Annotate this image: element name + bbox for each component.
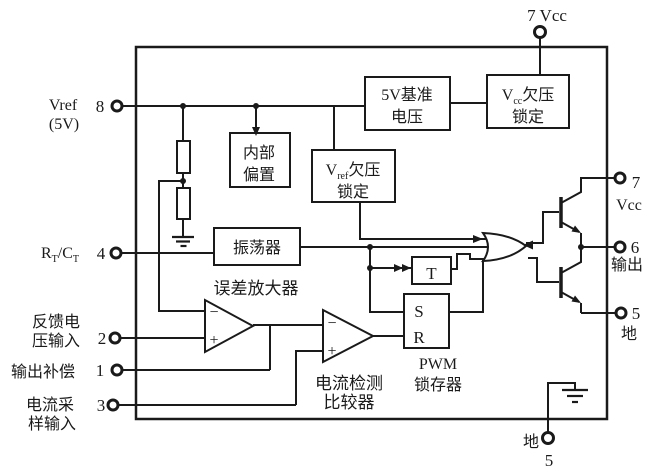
error-amplifier-triangle	[204, 298, 256, 354]
pin-3-number: 3	[97, 396, 106, 415]
pin-7-top-terminal	[533, 25, 547, 39]
pin-5-right-terminal	[614, 306, 628, 320]
internal-bias-block	[229, 132, 291, 188]
pin-5-right-number: 5	[632, 304, 641, 323]
or-gate	[481, 231, 528, 263]
pin-4-label: RT/CT	[41, 245, 79, 265]
pin-6-number: 6	[631, 238, 640, 257]
ground-symbol-output-stage	[562, 388, 588, 404]
current-comparator-plus: +	[327, 343, 336, 360]
vcc-uvlo-label-line1: Vcc欠压	[502, 86, 554, 107]
vref-symbol: V	[326, 162, 338, 179]
vref-uvlo-label-line2: 锁定	[337, 183, 369, 201]
vref-subscript: ref	[337, 171, 349, 182]
current-comparator-caption-line1: 电流检测	[315, 374, 383, 393]
vcc-subscript: cc	[513, 96, 522, 107]
pin-2-label-line2: 压输入	[32, 332, 80, 350]
pin-6-label: 输出	[611, 256, 643, 274]
vcc-uvlo-block	[486, 74, 570, 129]
pin-1-label: 输出补偿	[11, 363, 75, 381]
pin-2-terminal	[108, 331, 122, 345]
pin-5-bottom-label: 地	[523, 433, 539, 451]
t-input-arrow2-icon	[402, 264, 411, 272]
resistor-upper	[176, 140, 191, 174]
pin-6-terminal	[613, 240, 627, 254]
bias-arrow-icon	[252, 127, 260, 136]
vcc-uvlo-text: 欠压	[522, 86, 554, 104]
ct-symbol: /C	[58, 245, 73, 262]
sr-latch-s-label: S	[414, 302, 423, 321]
junction-dots	[180, 103, 584, 271]
pin-2-label-line1: 反馈电	[32, 313, 80, 331]
pin-4-number: 4	[97, 244, 106, 263]
pin-3-label-line1: 电流采	[26, 396, 74, 414]
pin-8-label-line1: Vref	[49, 97, 78, 114]
pin-3-label-line2: 样输入	[28, 415, 76, 433]
pin-1-terminal	[110, 363, 124, 377]
vref-uvlo-label-line1: Vref欠压	[326, 161, 381, 182]
rt-subscript: T	[52, 254, 58, 265]
internal-bias-label-line2: 偏置	[243, 166, 275, 184]
error-amp-caption: 误差放大器	[214, 279, 299, 298]
error-amp-minus: −	[209, 304, 218, 321]
vref-uvlo-block	[311, 149, 396, 203]
pin-5-bottom-number: 5	[545, 451, 554, 470]
toggle-label: T	[426, 264, 437, 283]
t-input-arrow1-icon	[394, 264, 403, 272]
reference-5v-block	[364, 76, 451, 131]
pin-4-terminal	[109, 246, 123, 260]
ic-boundary-box	[134, 45, 609, 421]
sr-latch-r-label: R	[413, 328, 425, 347]
vref-uvlo-text: 欠压	[348, 161, 380, 179]
pin-8-label-line2: (5V)	[49, 116, 79, 133]
pin-8-terminal	[110, 99, 124, 113]
vcc-symbol: V	[502, 87, 514, 104]
pin-7-right-label: Vcc	[616, 197, 642, 214]
pin-7-right-number: 7	[632, 173, 641, 192]
reference-5v-label-line1: 5V基准	[381, 86, 433, 104]
current-comparator-triangle	[322, 308, 376, 364]
oscillator-block	[213, 227, 301, 266]
arrowheads	[252, 127, 581, 303]
resistor-lower	[176, 187, 191, 220]
pin-1-number: 1	[96, 361, 105, 380]
gate-output-arrow-icon	[523, 240, 533, 250]
current-comparator-caption-line2: 比较器	[324, 393, 375, 412]
pin-5-bottom-terminal	[541, 431, 555, 445]
lower-emitter-arrow-icon	[571, 295, 581, 303]
pin-8-number: 8	[96, 97, 105, 116]
pin-2-number: 2	[98, 329, 107, 348]
pin-5-right-label: 地	[621, 325, 637, 343]
oscillator-label: 振荡器	[233, 239, 281, 257]
toggle-block	[411, 256, 452, 285]
uvlo-line-arrow-icon	[473, 235, 483, 243]
internal-bias-label-line1: 内部	[243, 144, 275, 162]
ground-symbol-divider	[172, 235, 194, 248]
rt-symbol: R	[41, 245, 52, 262]
pwm-latch-caption-line2: 锁存器	[414, 376, 462, 394]
pin-3-terminal	[106, 398, 120, 412]
ct-subscript: T	[73, 254, 79, 265]
upper-emitter-arrow-icon	[571, 225, 581, 233]
pin-7-top-label: 7 Vcc	[527, 6, 567, 25]
reference-5v-label-line2: 电压	[391, 108, 423, 126]
vcc-uvlo-label-line2: 锁定	[512, 108, 544, 126]
sr-latch-block	[403, 293, 450, 349]
voltage-divider-resistors	[176, 140, 191, 220]
current-comparator-minus: −	[327, 315, 336, 332]
pwm-latch-caption-line1: PWM	[419, 356, 457, 373]
pin-7-right-terminal	[613, 171, 627, 185]
error-amp-plus: +	[209, 332, 218, 349]
